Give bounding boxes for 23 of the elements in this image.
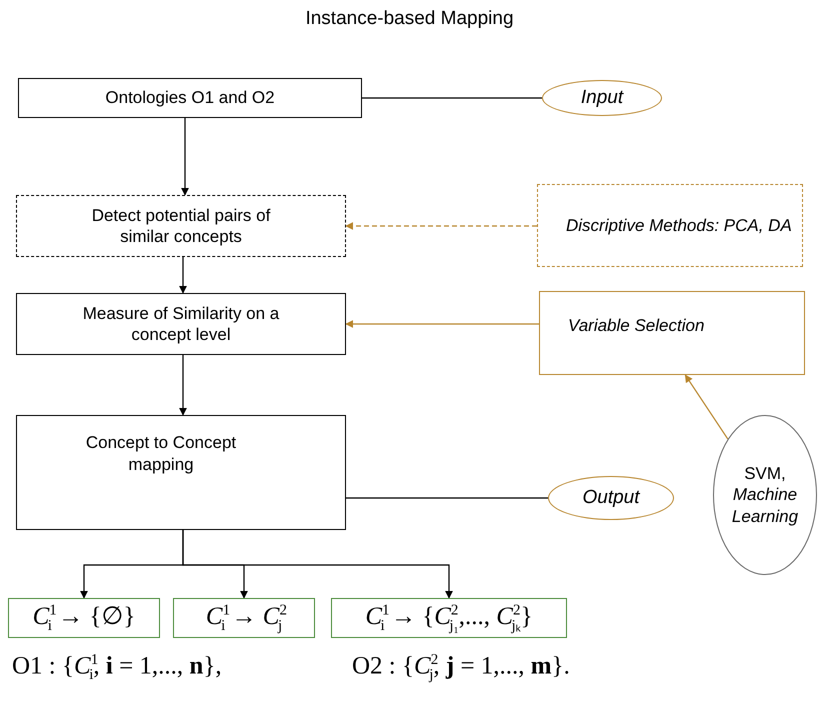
mapping-formula-box: C$^{1}$$_{i}$ → {∅} (8, 598, 160, 638)
method-box: Variable Selection (539, 291, 805, 375)
connector-line (362, 97, 542, 99)
process-box: Ontologies O1 and O2 (18, 78, 362, 118)
terminal-ellipse: Output (548, 476, 674, 520)
process-box: Concept to Concept mapping (16, 415, 346, 530)
arrow (181, 118, 189, 196)
arrow (345, 222, 537, 230)
arrow (182, 530, 453, 599)
ontology-definition-formula: O2 : {C$^{2}$$_{j}$, j = 1,..., m}. (352, 652, 570, 684)
method-ellipse: SVM, Machine Learning (713, 415, 817, 575)
arrow (179, 257, 187, 294)
mapping-formula-box: C$^{1}$$_{i}$ → {C$^{2}$$_{j₁}$,..., C$^{2}$$_{jₖ}$} (331, 598, 567, 638)
connector-line (346, 497, 548, 499)
terminal-ellipse: Input (542, 80, 662, 116)
process-box: Measure of Similarity on a concept level (16, 293, 346, 355)
ontology-definition-formula: O1 : {C$^{1}$$_{i}$, i = 1,..., n}, (12, 652, 222, 684)
arrow (345, 320, 539, 328)
diagram-title: Instance-based Mapping (304, 8, 515, 30)
arrow (179, 355, 187, 416)
process-box: Detect potential pairs of similar concepts (16, 195, 346, 257)
method-box: Discriptive Methods: PCA, DA (537, 184, 803, 267)
arrow (684, 374, 728, 440)
